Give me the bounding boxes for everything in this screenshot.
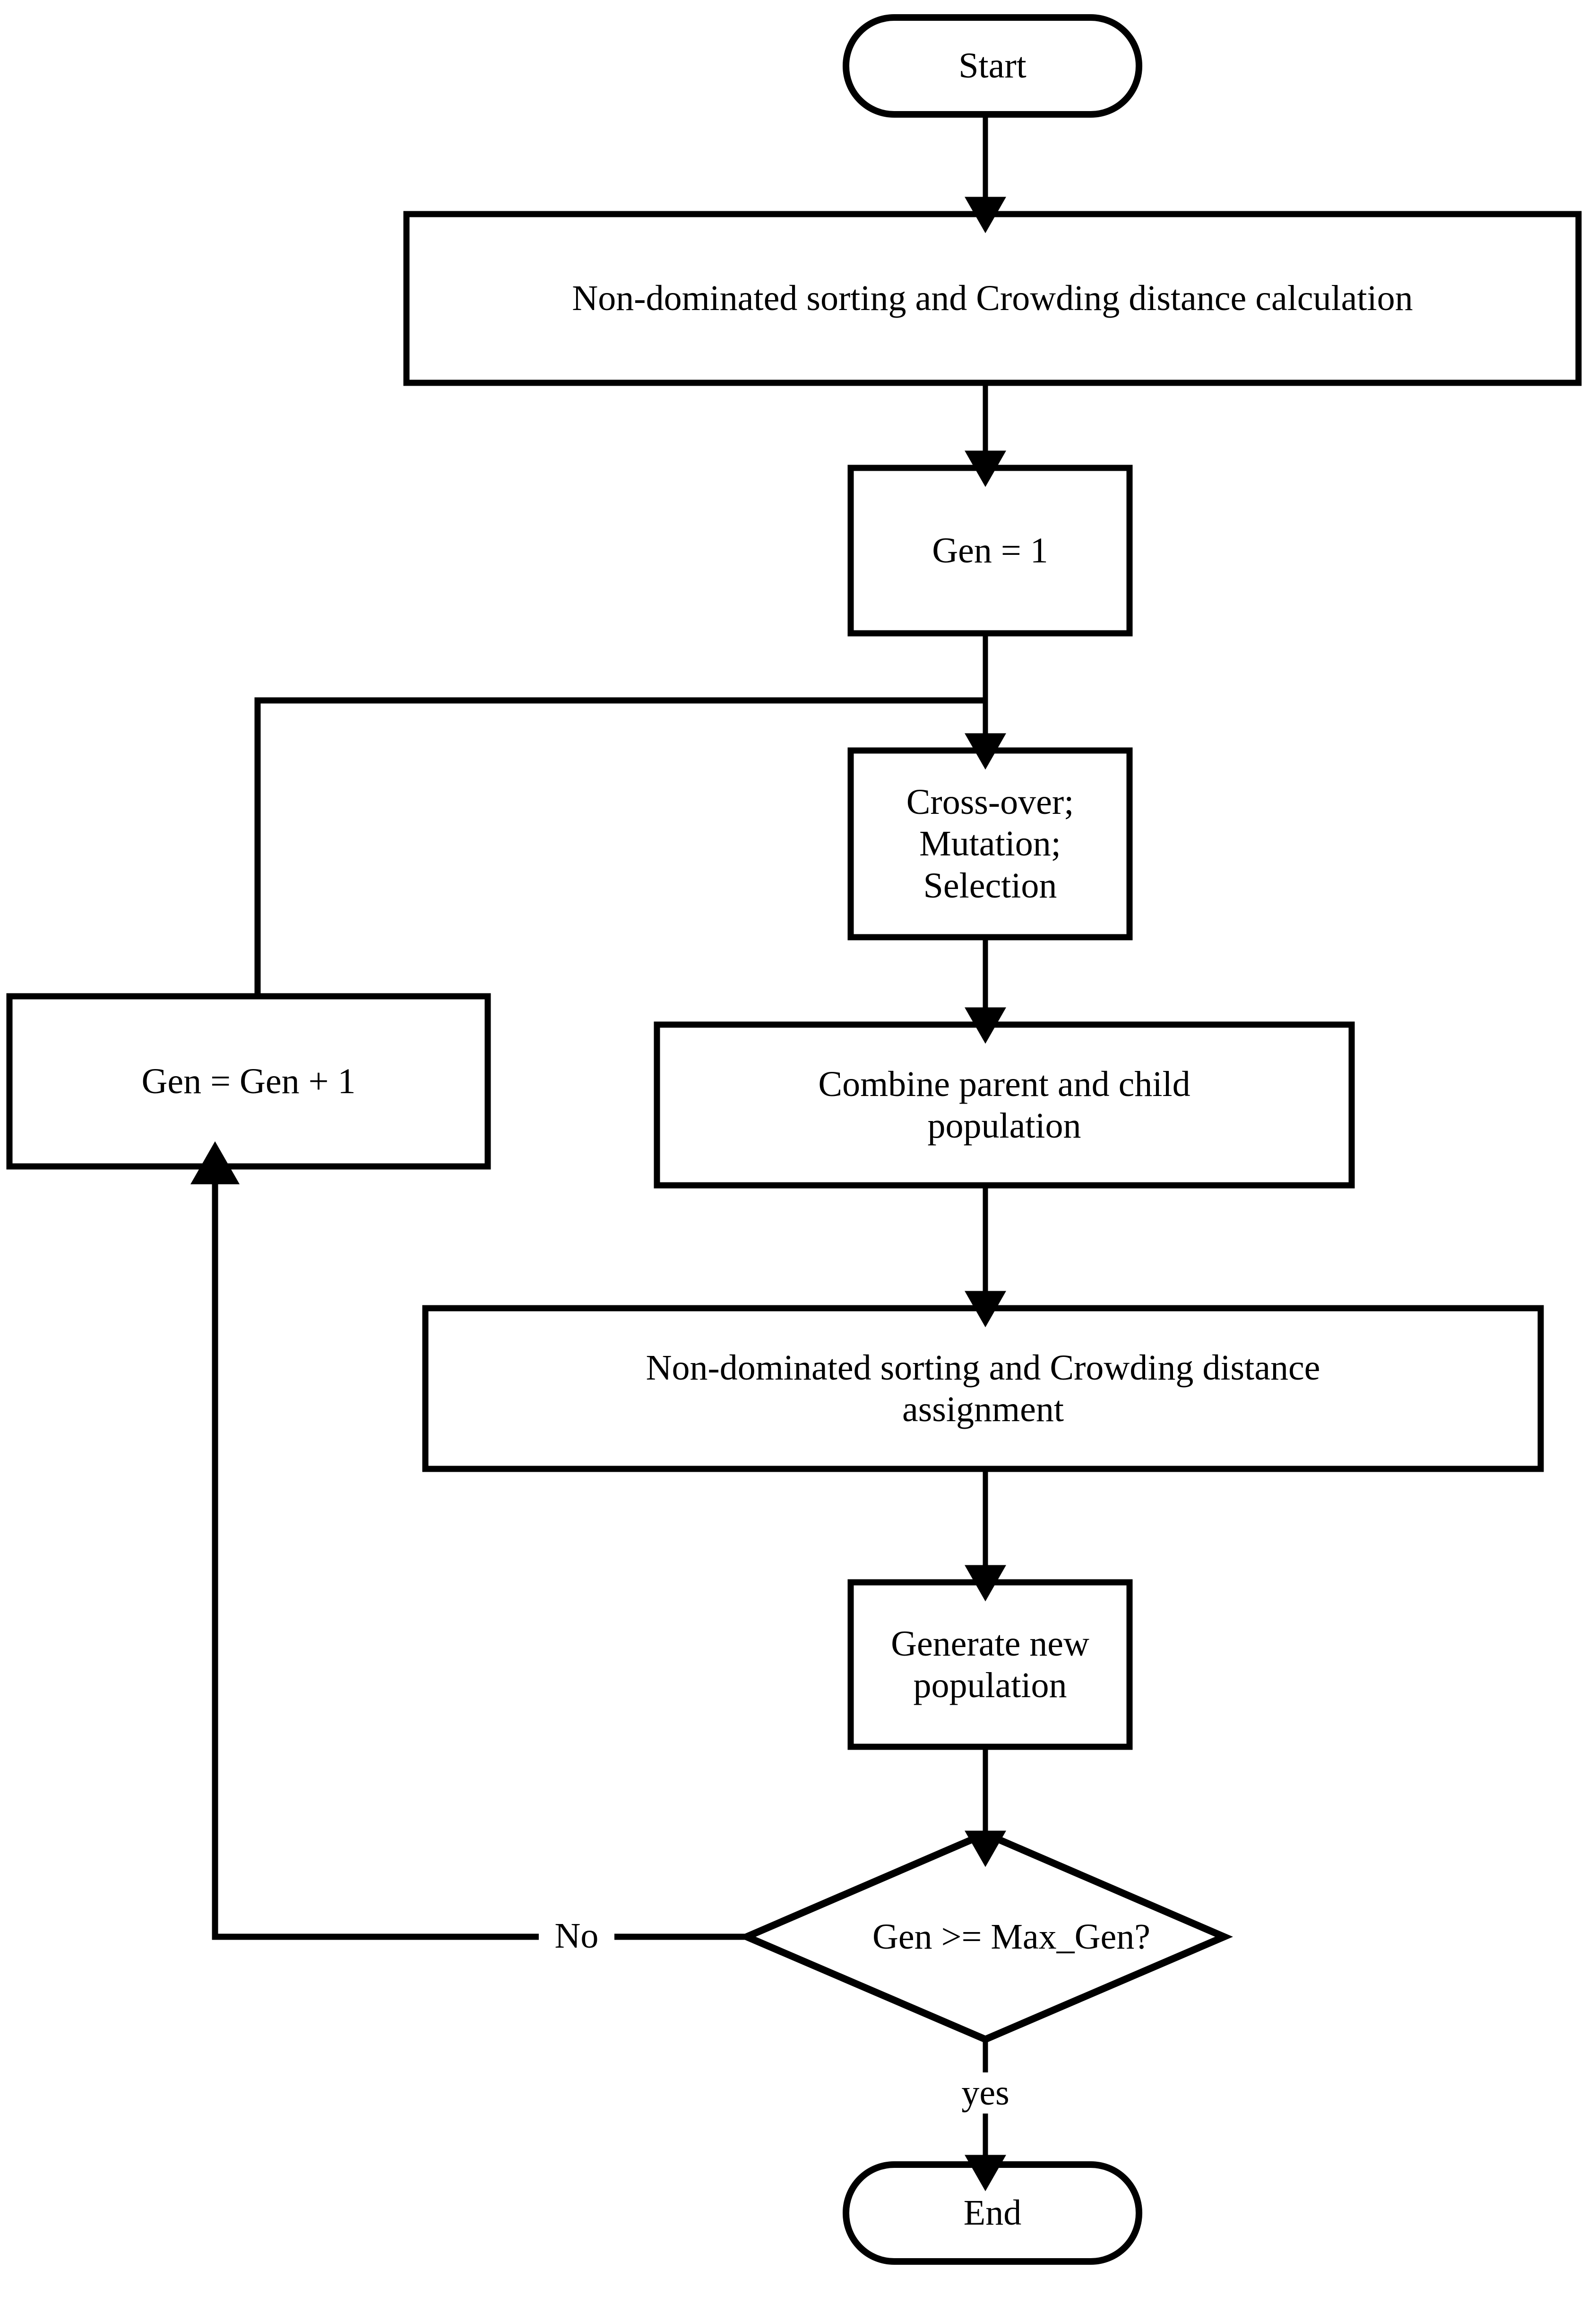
end-terminal-shape xyxy=(843,2161,1142,2265)
edge-gen-increment-to-operators xyxy=(254,697,985,996)
gen-init-box-shape xyxy=(847,465,1133,637)
start-terminal-shape xyxy=(843,14,1142,118)
sort-calc-box-shape xyxy=(403,211,1582,386)
operators-box-shape xyxy=(847,747,1133,941)
combine-box-shape xyxy=(654,1021,1355,1189)
no-branch-label: No xyxy=(539,1916,614,1957)
edge-decision-no-to-gen-increment xyxy=(190,1141,747,1940)
decision-diamond-shape xyxy=(738,1829,1233,2044)
generate-box-shape xyxy=(847,1579,1133,1750)
gen-increment-box-shape xyxy=(6,993,491,1170)
yes-branch-label: yes xyxy=(948,2072,1023,2114)
sort-assign-box-shape xyxy=(422,1305,1544,1472)
